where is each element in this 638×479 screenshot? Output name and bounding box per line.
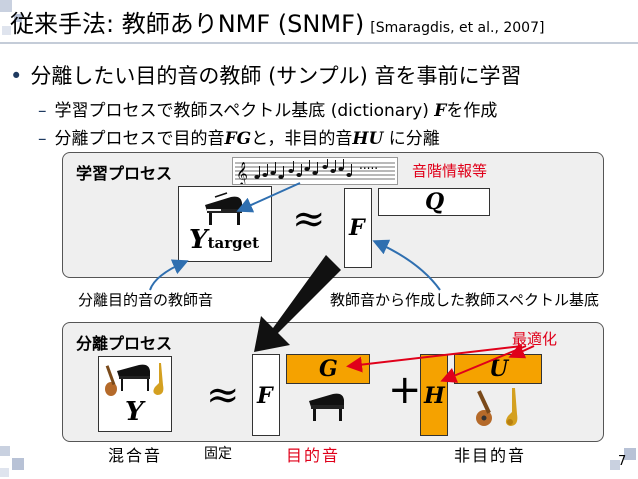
approx-symbol-learning: ≈ <box>292 196 326 242</box>
dash-icon: – <box>38 101 47 121</box>
y-target-label: Ytarget <box>189 225 259 255</box>
y-target-matrix: Ytarget <box>178 186 272 262</box>
label-nontarget-sound: 非目的音 <box>454 446 527 465</box>
sub-bullet-2: –分離プロセスで目的音FGと，非目的音HU に分離 <box>38 124 440 149</box>
label-target-sound: 目的音 <box>286 446 341 465</box>
sub-bullet-2-mid: と，非目的音 <box>251 129 353 149</box>
learning-process-title: 学習プロセス <box>76 164 173 183</box>
score-dots: ..... <box>359 158 379 172</box>
nontarget-instruments <box>468 386 528 428</box>
arrow-optimize-u <box>508 343 535 359</box>
piano-icon <box>105 363 164 396</box>
y-target-main: Y <box>189 225 208 255</box>
music-score-icon: 𝄞 ..... <box>232 157 398 186</box>
y-target-sub: target <box>207 234 260 252</box>
arrow-basis-transfer <box>254 255 341 352</box>
piano-icon <box>306 388 346 424</box>
main-bullet: • 分離したい目的音の教師 (サンプル) 音を事前に学習 <box>10 60 522 90</box>
h-matrix-label: H <box>424 383 445 409</box>
caption-teacher-sound: 分離目的音の教師音 <box>78 291 214 309</box>
plus-symbol: + <box>388 367 422 413</box>
y-mixture-label: Y <box>125 397 144 427</box>
sub-bullet-2-var1: FG <box>224 129 252 149</box>
slide-title: 従来手法: 教師ありNMF (SNMF) [Smaragdis, et al., … <box>10 4 544 39</box>
q-matrix: Q <box>378 188 490 216</box>
u-matrix-label: U <box>489 356 509 382</box>
f-matrix-label: F <box>349 215 365 241</box>
title-divider <box>0 42 638 44</box>
slide-title-main: 従来手法: 教師ありNMF (SNMF) <box>10 10 365 38</box>
score-label: 音階情報等 <box>412 162 488 180</box>
dash-icon: – <box>38 129 47 149</box>
caption-teacher-basis: 教師音から作成した教師スペクトル基底 <box>330 291 599 309</box>
arrow-optimize-g <box>346 345 523 373</box>
sub-bullet-2-var2: HU <box>352 129 384 149</box>
optimize-label: 最適化 <box>512 330 558 348</box>
piano-icon <box>201 191 245 227</box>
arrow-score-to-target <box>236 182 301 213</box>
f-matrix-separation: F <box>252 354 280 436</box>
q-matrix-label: Q <box>425 189 445 215</box>
sub-bullet-1-post: を作成 <box>446 101 498 121</box>
h-matrix: H <box>420 354 448 436</box>
corner-decoration-bl <box>0 446 30 479</box>
separation-process-title: 分離プロセス <box>76 334 173 353</box>
g-matrix-label: G <box>319 356 338 382</box>
sub-bullet-2-post: に分離 <box>388 129 440 149</box>
arrow-caption-to-basis <box>372 239 441 291</box>
slide-title-reference: [Smaragdis, et al., 2007] <box>370 20 545 36</box>
sub-bullet-1-pre: 学習プロセスで教師スペクトル基底 (dictionary) <box>54 101 429 121</box>
sub-bullet-1: –学習プロセスで教師スペクトル基底 (dictionary) Fを作成 <box>38 96 497 121</box>
sub-bullet-2-pre: 分離プロセスで目的音 <box>54 129 225 149</box>
label-fixed: 固定 <box>204 446 232 462</box>
bullet-dot-icon: • <box>10 64 23 88</box>
mixture-instruments <box>103 359 169 399</box>
main-bullet-text: 分離したい目的音の教師 (サンプル) 音を事前に学習 <box>30 64 522 88</box>
corner-decoration-tl <box>0 0 30 40</box>
page-number: 7 <box>618 454 627 469</box>
f-matrix-separation-label: F <box>257 383 273 409</box>
corner-decoration-br <box>600 440 638 479</box>
svg-text:𝄞: 𝄞 <box>236 161 248 184</box>
arrow-caption-to-target <box>149 259 189 291</box>
guitar-icon <box>476 388 518 426</box>
f-matrix-learning: F <box>344 188 372 268</box>
sub-bullet-1-var: F <box>434 101 447 121</box>
approx-symbol-separation: ≈ <box>206 372 240 418</box>
label-mixture: 混合音 <box>108 446 163 465</box>
y-mixture-matrix: Y <box>98 356 172 432</box>
